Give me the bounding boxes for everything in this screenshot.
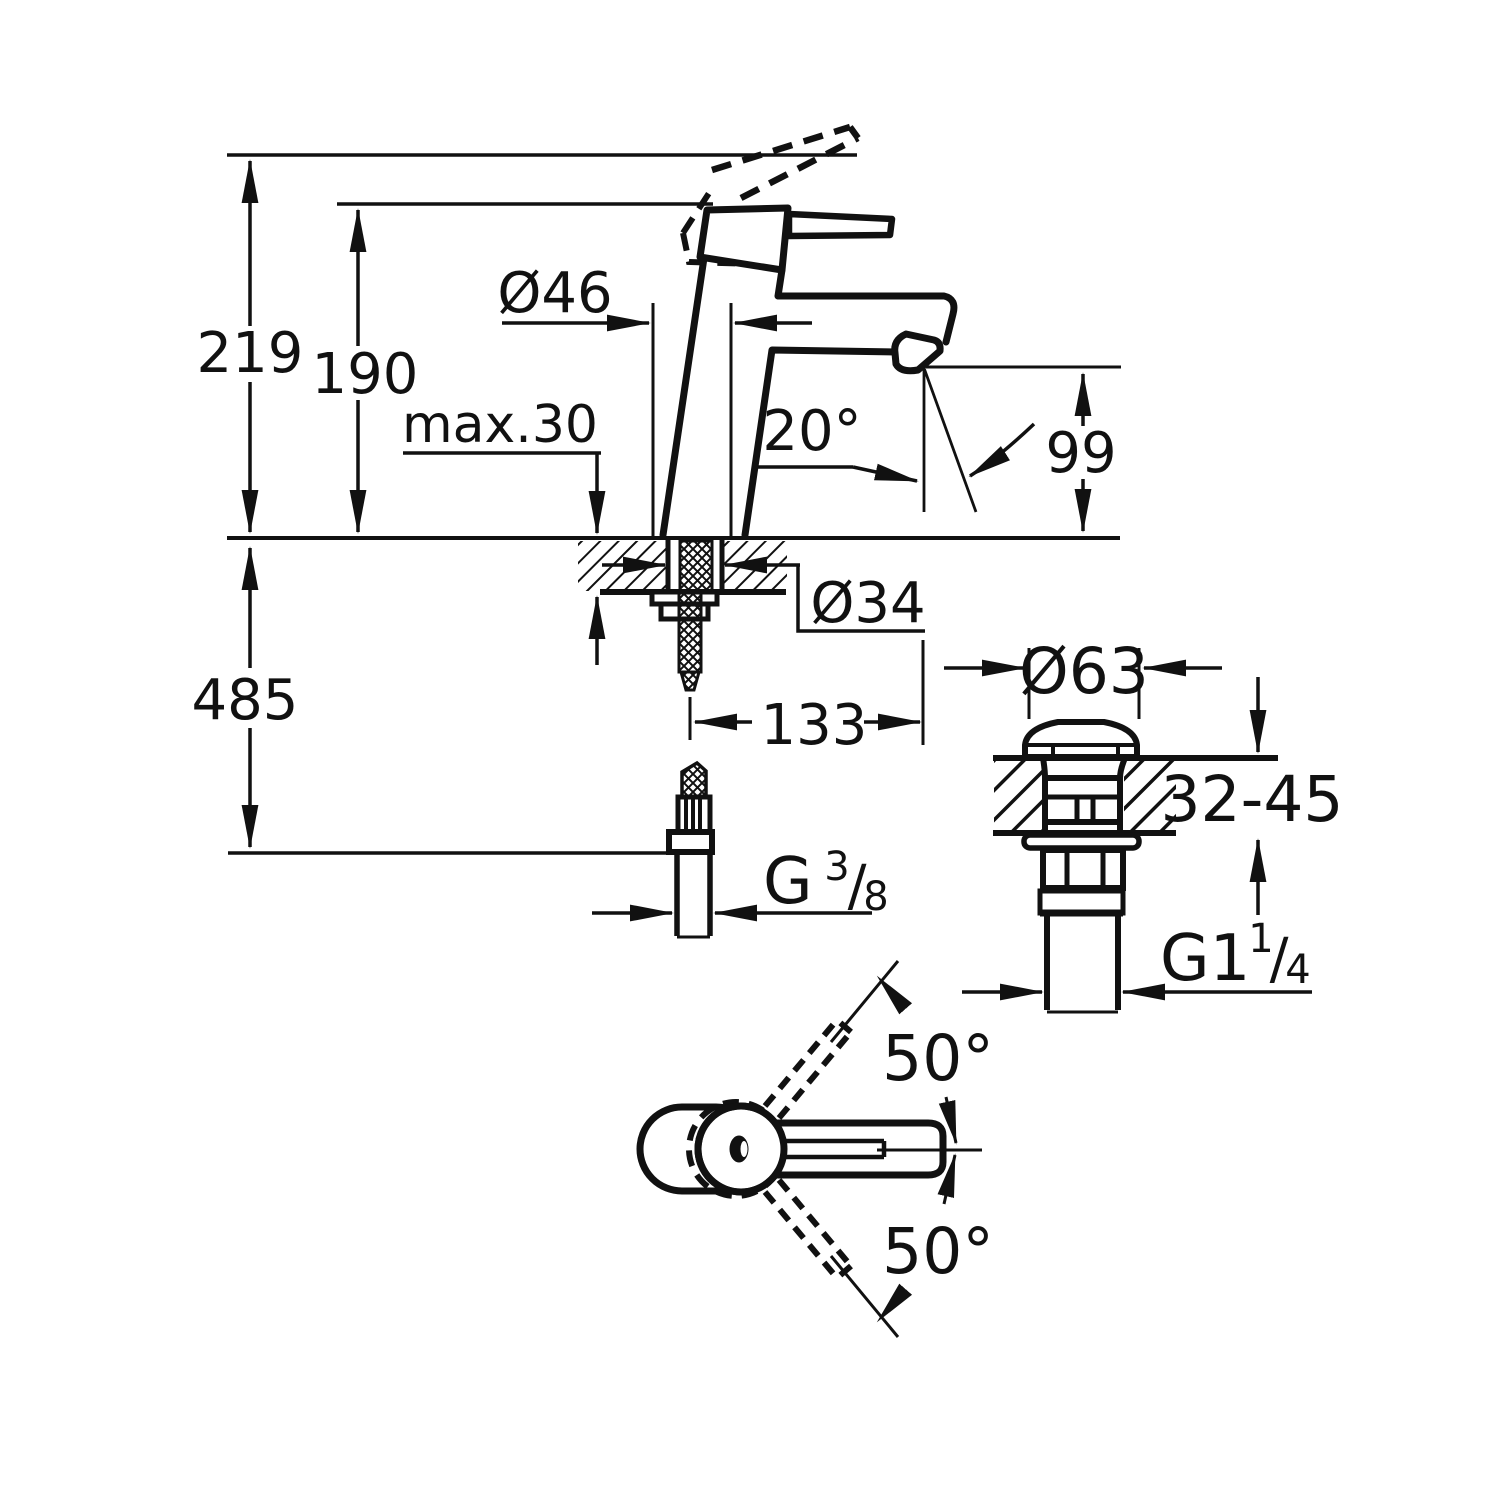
dim-spout-projection: 133: [761, 693, 868, 758]
handle-top-view: [636, 1017, 947, 1281]
hole-dia-leader: [796, 565, 925, 633]
mounting-deck-section: [578, 539, 787, 692]
hose-thread-sup: 3: [824, 844, 849, 890]
drain-body-window: [1042, 775, 1123, 825]
ext-lines-body-diameter: [651, 303, 733, 536]
drain-deck-hatch-left: [994, 759, 1044, 832]
drain-assembly-view: [993, 719, 1278, 1014]
dimension-labels: 219 190 Ø46 max.30 20° 99 Ø34 485 133 G …: [192, 261, 1344, 1288]
dim-deck-range: 32-45: [1160, 763, 1343, 836]
dim-outlet-height: 99: [1045, 421, 1116, 486]
drain-thread-sup: 1: [1248, 916, 1273, 962]
dim-hose-length: 485: [192, 668, 299, 733]
locknut-facets: [1064, 850, 1106, 888]
mounting-hole-edges: [665, 540, 725, 592]
hose-thread-sub: 8: [863, 874, 888, 920]
cartridge-pin-slot: [740, 1141, 748, 1157]
drain-thread-main: G1: [1160, 922, 1250, 996]
spout-angle-lines: [922, 367, 978, 513]
hose-connector-assembly: [666, 760, 715, 939]
threaded-shank: [678, 539, 714, 593]
drain-thread-sub: 4: [1285, 947, 1310, 993]
dim-drain-thread: G1 1 / 4: [1160, 916, 1311, 996]
hose-thread-slash: /: [848, 854, 867, 919]
faucet-body-outline: [659, 254, 958, 539]
hose-thread-main: G: [763, 845, 813, 919]
bonnet-circle-outline: [694, 1102, 788, 1196]
handle-body: [696, 204, 792, 274]
dimension-lines: [227, 153, 1312, 1338]
dim-swivel-down: 50°: [882, 1215, 994, 1288]
supply-hose-upper: [677, 590, 703, 674]
dim-height-body-top: 190: [312, 342, 419, 407]
faucet-side-view: [659, 123, 958, 539]
connector-pipe: [674, 852, 713, 936]
drain-window-bars: [1045, 794, 1120, 820]
dim-spout-angle: 20°: [762, 399, 861, 464]
connector-nut: [666, 829, 715, 855]
drain-body-lower-edges: [1042, 822, 1123, 833]
dim-height-overall: 219: [197, 321, 304, 386]
ext-lines-projection: [688, 640, 925, 745]
dim-cap-diameter: Ø63: [1019, 635, 1149, 708]
hose-braid-lower: [680, 760, 708, 799]
dim-deck-max: max.30: [402, 395, 598, 455]
aerator-nozzle: [891, 330, 944, 375]
drain-tailpipe: [1044, 915, 1121, 1010]
drain-deck-hatch-right: [1124, 759, 1176, 832]
handle-lever: [785, 210, 896, 240]
dim-hole-diameter: Ø34: [810, 571, 925, 636]
crimp-ridges: [684, 799, 702, 830]
dim-body-diameter: Ø46: [497, 261, 612, 326]
ext-lines-cap-diameter: [1027, 648, 1141, 719]
hose-tip: [679, 670, 701, 692]
drain-thread-slash: /: [1270, 927, 1289, 992]
dim-hose-thread: G 3 / 8: [763, 844, 889, 920]
drain-flange-washer: [1021, 832, 1142, 851]
dim-swivel-up: 50°: [882, 1022, 994, 1095]
lever-dashed-raised: [711, 123, 861, 201]
swivel-angle-legs: [829, 960, 900, 1338]
drain-locknut: [1040, 847, 1126, 891]
drain-cap-skirt: [1025, 743, 1137, 756]
drain-cap-dome: [1022, 719, 1140, 760]
